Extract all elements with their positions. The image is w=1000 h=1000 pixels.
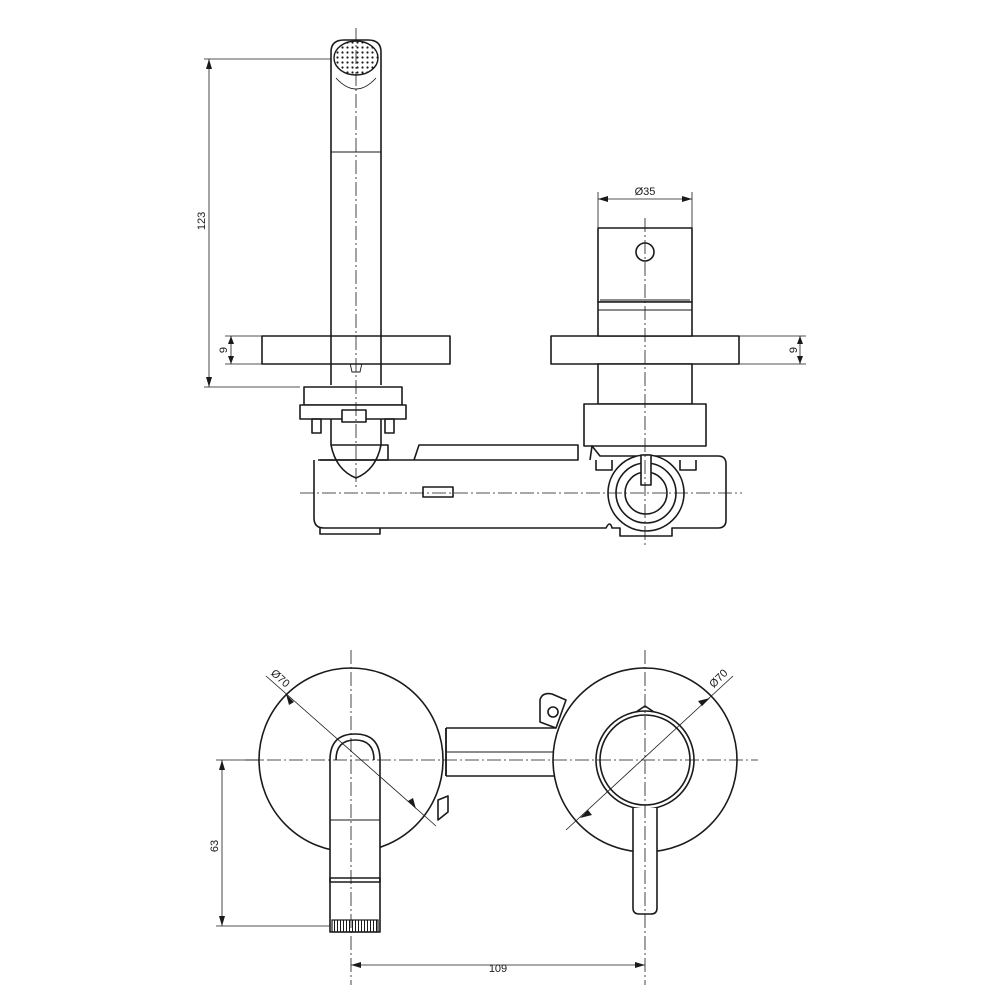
dimension-center-distance: 109 (351, 962, 645, 975)
spout-mount-bracket (299, 386, 407, 479)
dimension-plate-thickness-right: 9 (739, 335, 806, 365)
dimension-label-d35: Ø35 (635, 186, 656, 198)
dimension-handle-diameter: Ø35 (597, 186, 693, 228)
plan-aerator-outlet (331, 919, 379, 933)
dimension-label-d70-right: Ø70 (707, 667, 730, 690)
front-elevation-view: 123 9 9 Ø35 (196, 28, 806, 548)
dimension-plate-thickness-left: 9 (218, 335, 262, 365)
dimension-label-123: 123 (196, 212, 208, 230)
dimension-label-9-right: 9 (788, 347, 800, 353)
plan-connecting-body (437, 692, 567, 821)
concealed-valve-body (313, 403, 727, 537)
plan-spout (329, 733, 381, 933)
marker-slot (422, 486, 454, 498)
dimension-label-9-left: 9 (218, 347, 230, 353)
plan-view: Ø70 Ø70 63 109 (209, 650, 758, 985)
dimension-spout-projection: 63 (209, 759, 330, 927)
dimension-label-d70-left: Ø70 (268, 667, 291, 690)
dimension-label-109: 109 (489, 963, 507, 975)
dimension-spout-height: 123 (196, 58, 331, 388)
dimension-label-63: 63 (209, 840, 221, 852)
